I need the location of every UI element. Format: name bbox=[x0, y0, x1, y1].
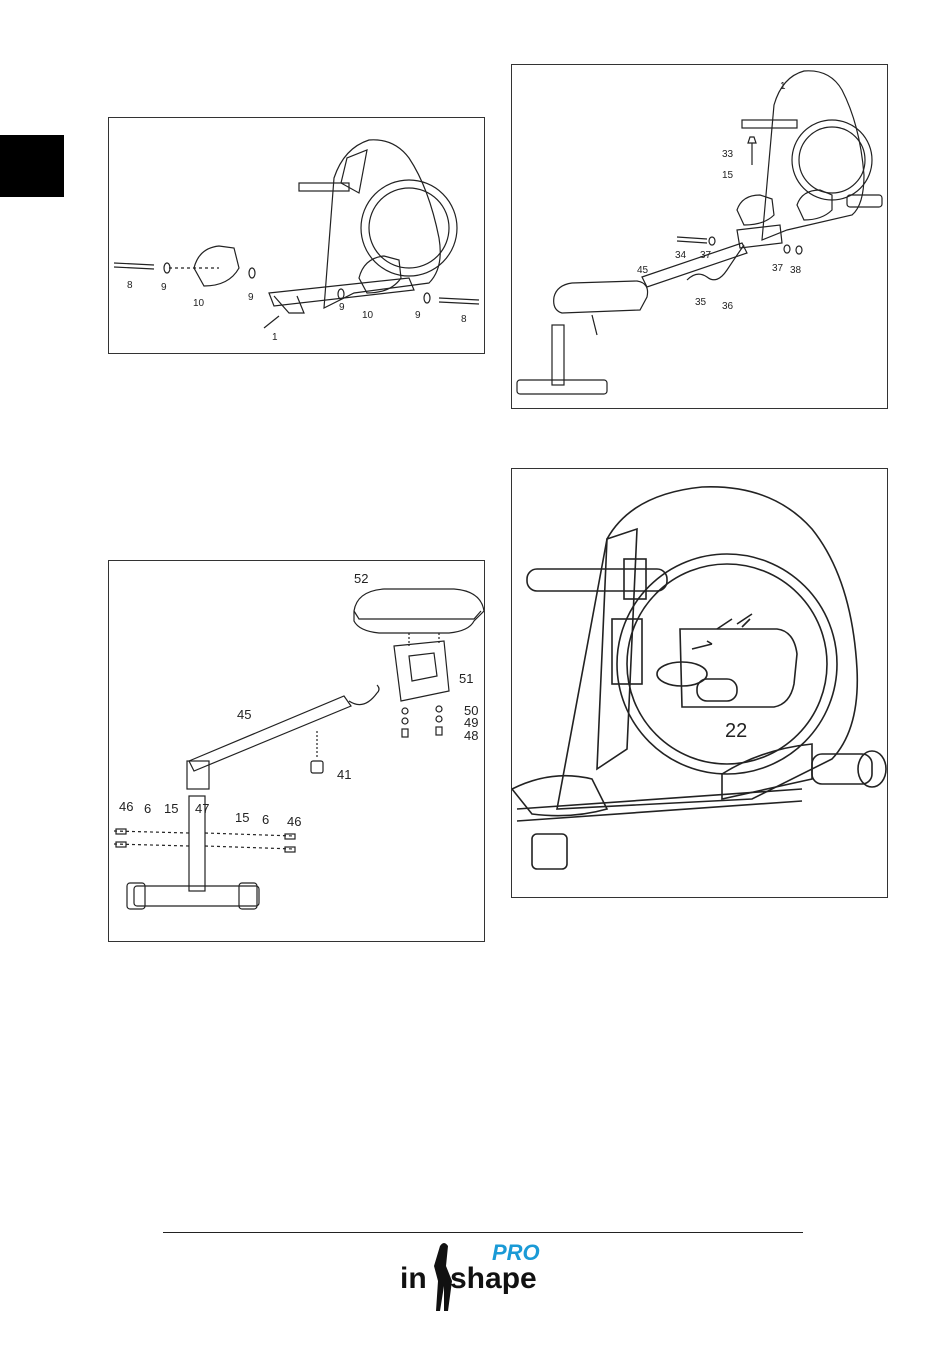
label-15-right: 15 bbox=[235, 810, 249, 825]
label-9-left-outer: 9 bbox=[161, 282, 167, 293]
assembly-figure-pedals: 8 9 10 9 9 10 9 8 1 bbox=[108, 117, 485, 354]
label-48: 48 bbox=[464, 728, 478, 743]
rail-assembly-drawing: 1 33 15 34 37 37 38 45 35 36 bbox=[512, 65, 887, 408]
label-45: 45 bbox=[637, 265, 649, 276]
logo-text-pro: PRO bbox=[492, 1240, 540, 1265]
label-46-left: 46 bbox=[119, 799, 133, 814]
label-52: 52 bbox=[354, 571, 368, 586]
label-46-right: 46 bbox=[287, 814, 301, 829]
label-41: 41 bbox=[337, 767, 351, 782]
label-37-b: 37 bbox=[772, 263, 784, 274]
logo-text-in: in bbox=[400, 1262, 427, 1295]
tension-knob-drawing: 22 bbox=[512, 469, 887, 897]
pedal-assembly-drawing: 8 9 10 9 9 10 9 8 1 bbox=[109, 118, 484, 353]
label-51: 51 bbox=[459, 671, 473, 686]
label-15-left: 15 bbox=[164, 801, 178, 816]
assembly-figure-seat: 52 51 50 49 48 45 41 46 6 15 47 15 6 46 bbox=[108, 560, 485, 942]
footer-divider bbox=[163, 1232, 803, 1233]
label-8-left: 8 bbox=[127, 280, 133, 291]
label-22: 22 bbox=[725, 720, 747, 742]
label-37-a: 37 bbox=[700, 250, 712, 261]
brand-logo: in shape PRO bbox=[400, 1236, 550, 1316]
label-15: 15 bbox=[722, 170, 734, 181]
label-9-right-inner: 9 bbox=[339, 302, 345, 313]
assembly-figure-rail: 1 33 15 34 37 37 38 45 35 36 bbox=[511, 64, 888, 409]
label-9-left-inner: 9 bbox=[248, 292, 254, 303]
label-10-left: 10 bbox=[193, 298, 205, 309]
seat-assembly-drawing: 52 51 50 49 48 45 41 46 6 15 47 15 6 46 bbox=[109, 561, 484, 941]
label-35: 35 bbox=[695, 297, 707, 308]
label-6-right: 6 bbox=[262, 812, 269, 827]
logo-text-shape: shape bbox=[450, 1262, 537, 1295]
label-1: 1 bbox=[780, 81, 786, 92]
label-1: 1 bbox=[272, 332, 278, 343]
label-36: 36 bbox=[722, 301, 734, 312]
label-33: 33 bbox=[722, 149, 734, 160]
label-9-right-outer: 9 bbox=[415, 310, 421, 321]
label-8-right: 8 bbox=[461, 314, 467, 325]
label-38: 38 bbox=[790, 265, 802, 276]
label-10-right: 10 bbox=[362, 310, 374, 321]
label-34: 34 bbox=[675, 250, 687, 261]
section-tab-marker bbox=[0, 135, 64, 197]
assembly-figure-tension-knob: 22 bbox=[511, 468, 888, 898]
label-47: 47 bbox=[195, 801, 209, 816]
label-6-left: 6 bbox=[144, 801, 151, 816]
label-45: 45 bbox=[237, 707, 251, 722]
